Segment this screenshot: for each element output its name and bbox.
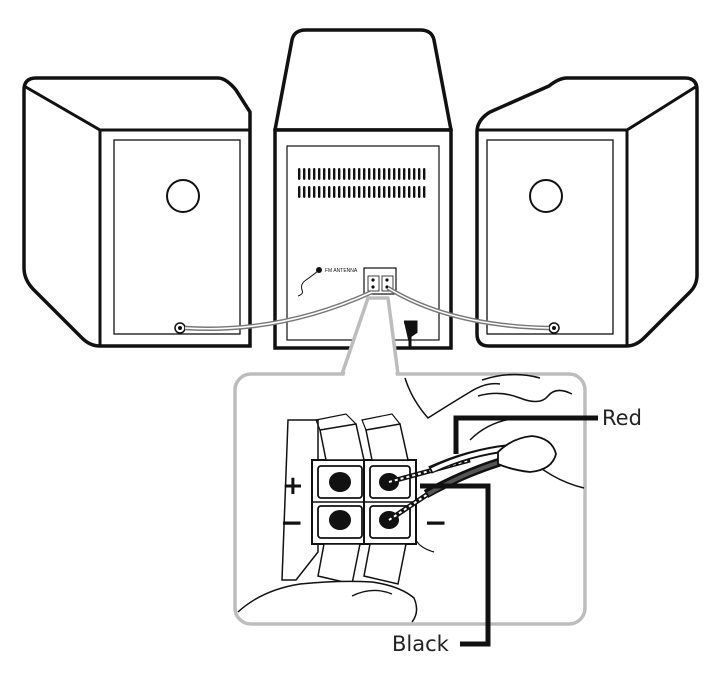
vent-slot [338, 186, 341, 198]
right-speaker-port [529, 179, 563, 213]
vent-slot [373, 186, 376, 198]
main-unit: FM ANTENNA [273, 28, 453, 350]
vent-slot [348, 168, 351, 180]
vent-slot [318, 186, 321, 198]
vent-slot [418, 186, 421, 198]
red-leader-line [453, 415, 598, 454]
vent-slot [308, 168, 311, 180]
vent-slot [323, 168, 326, 180]
vent-slot [348, 186, 351, 198]
vent-slot [298, 168, 301, 180]
vent-slot [358, 168, 361, 180]
black-wire-label: Black [392, 632, 450, 656]
vent-slot [373, 168, 376, 180]
power-cord [404, 320, 418, 348]
right-speaker [475, 76, 699, 348]
vent-slot [423, 168, 426, 180]
vent-slot [353, 186, 356, 198]
red-wire-label: Red [602, 406, 642, 430]
vent-slot [398, 168, 401, 180]
vent-slot [388, 168, 391, 180]
vent-slot [313, 168, 316, 180]
vent-slot [308, 186, 311, 198]
vent-slot [423, 186, 426, 198]
minus-sign-right: − [424, 506, 447, 539]
fm-antenna-wire [297, 269, 320, 297]
vent-slot [383, 168, 386, 180]
vent-slot [403, 186, 406, 198]
vent-slot [378, 186, 381, 198]
vent-slot [303, 168, 306, 180]
vent-slot [418, 168, 421, 180]
vent-slot [343, 186, 346, 198]
left-speaker-port [166, 179, 200, 213]
vent-slot [313, 186, 316, 198]
vent-slot [343, 168, 346, 180]
vent-slot [368, 168, 371, 180]
zoomed-terminal-detail [237, 373, 585, 623]
left-speaker [22, 76, 252, 348]
minus-sign-left: − [280, 506, 303, 539]
fm-antenna-label: FM ANTENNA [325, 268, 358, 274]
vent-slot [383, 186, 386, 198]
vent-slot [393, 168, 396, 180]
vent-slot [333, 186, 336, 198]
vent-slot [388, 186, 391, 198]
vent-slot [298, 186, 301, 198]
vent-slot [328, 168, 331, 180]
vent-slot [393, 186, 396, 198]
black-leader-line [420, 483, 491, 647]
vent-slot [413, 168, 416, 180]
vent-slot [363, 168, 366, 180]
vent-slot [353, 168, 356, 180]
vent-slot [408, 186, 411, 198]
vent-slot [323, 186, 326, 198]
vent-slot [303, 186, 306, 198]
vent-slot [358, 186, 361, 198]
vent-slot [333, 168, 336, 180]
vent-slot [363, 186, 366, 198]
vent-slot [378, 168, 381, 180]
plus-sign: + [282, 471, 304, 501]
vent-slot [368, 186, 371, 198]
vent-slot [413, 186, 416, 198]
vent-slot [403, 168, 406, 180]
vent-slot [338, 168, 341, 180]
vent-grille [298, 168, 426, 198]
vent-slot [408, 168, 411, 180]
vent-slot [328, 186, 331, 198]
vent-slot [398, 186, 401, 198]
vent-slot [318, 168, 321, 180]
